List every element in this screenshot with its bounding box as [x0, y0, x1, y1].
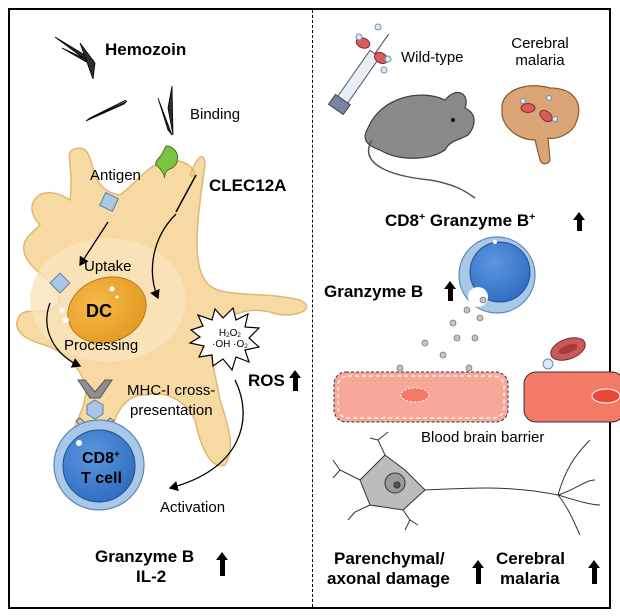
clec-signal-arrow — [150, 213, 177, 300]
granzyme-up-arrow-icon — [444, 281, 456, 301]
ros-up-arrow-icon — [289, 370, 301, 391]
ros-burst-icon — [188, 306, 261, 372]
dc-label: DC — [86, 301, 112, 321]
clec12a-label: CLEC12A — [209, 176, 287, 195]
mhc-label-line1: MHC-I cross- — [127, 382, 216, 399]
cerebral-malaria-outcome-line1: Cerebral — [496, 549, 565, 568]
malaria-up-arrow-icon — [588, 560, 600, 584]
granzyme-b-label-left: Granzyme B — [95, 547, 195, 566]
t-cell-label: T cell — [81, 470, 122, 487]
antigen-label: Antigen — [90, 167, 141, 184]
panel-divider — [312, 10, 313, 607]
damaged-endothelial-cell — [333, 371, 509, 423]
binding-label: Binding — [190, 106, 241, 123]
mhc-label-line2: presentation — [130, 402, 213, 419]
cerebral-malaria-outcome-line2: malaria — [500, 569, 560, 588]
cd8-label: CD8+ — [82, 449, 120, 467]
figure-frame — [8, 8, 611, 609]
antigen-uptaken-icon — [49, 272, 71, 294]
parenchymal-label-line1: Parenchymal/ — [334, 549, 445, 568]
hemozoin-label: Hemozoin — [105, 40, 187, 59]
cd8-t-cell — [53, 419, 145, 511]
ros-label: ROS — [248, 371, 285, 390]
il2-label: IL-2 — [136, 567, 167, 586]
mouse-icon — [364, 91, 476, 199]
parenchymal-label-line2: axonal damage — [327, 569, 450, 588]
uptake-arrow — [79, 221, 109, 267]
damage-up-arrow-icon — [472, 560, 484, 584]
infected-rbc-icons — [355, 23, 392, 74]
activation-arrow — [168, 379, 244, 492]
granzyme-b-label-right: Granzyme B — [324, 282, 424, 301]
clec12a-receptor-icon — [155, 145, 197, 213]
granzyme-il2-up-arrow-icon — [216, 552, 228, 576]
cd8-granzyme-label: CD8+ Granzyme B+ — [385, 211, 536, 230]
rbc-adhered-icon — [542, 337, 586, 370]
ros-species-label: H2O2 ·OH ·O2 — [212, 328, 248, 351]
brain-icon — [501, 85, 580, 165]
cd8-granzyme-up-arrow-icon — [573, 212, 585, 231]
wild-type-label: Wild-type — [401, 49, 464, 66]
granzyme-granules — [396, 296, 487, 372]
processing-arrow — [46, 302, 82, 368]
cytotoxic-t-cell — [458, 236, 536, 314]
blood-brain-barrier-label: Blood brain barrier — [421, 429, 545, 446]
uptake-label: Uptake — [84, 258, 132, 275]
normal-endothelial-cell — [523, 371, 620, 423]
hemozoin-crystals-icon — [54, 36, 174, 136]
neuron-icon — [332, 431, 601, 536]
processing-label: Processing — [64, 337, 139, 354]
activation-label: Activation — [160, 499, 226, 516]
antigen-icon — [99, 192, 119, 212]
